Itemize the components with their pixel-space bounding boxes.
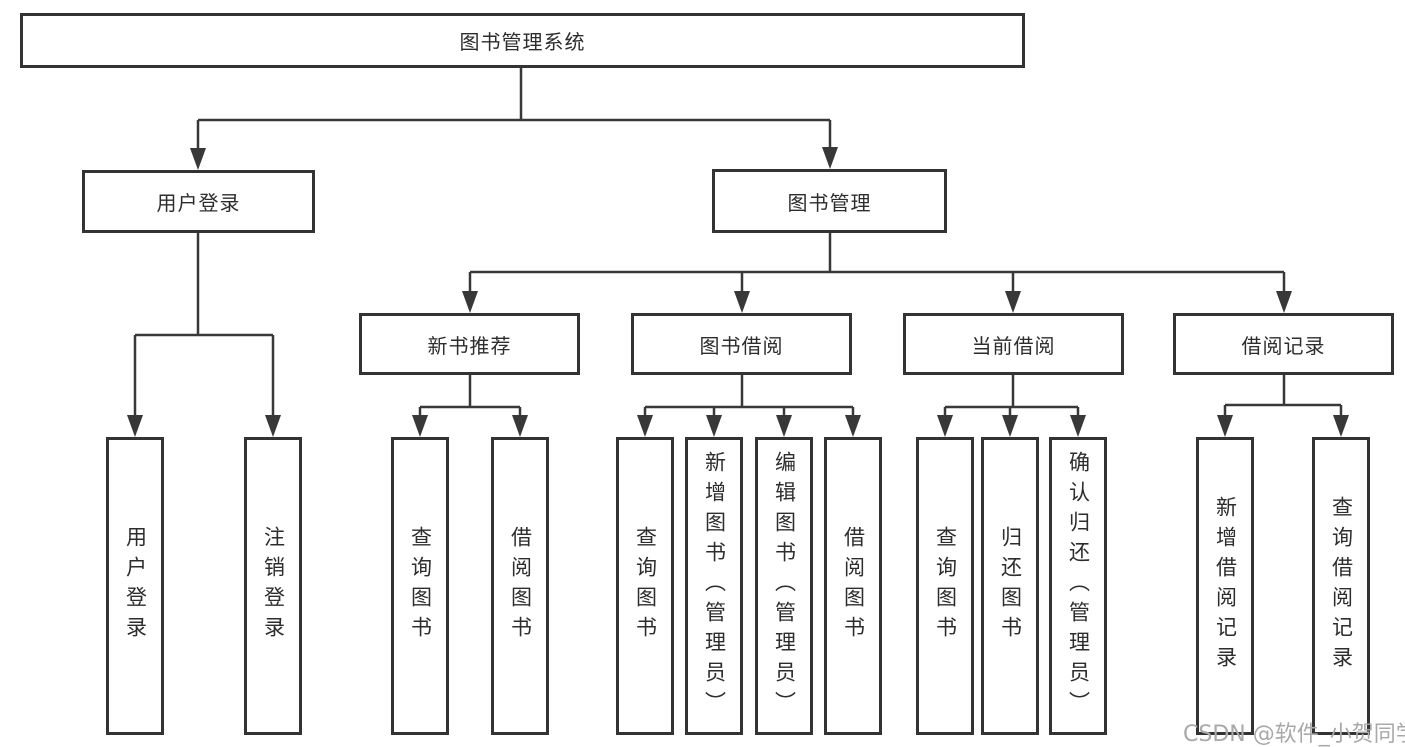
node-label: 图书借阅 [699, 333, 784, 358]
node-label: 注销登录 [261, 526, 286, 646]
arrowheads [127, 147, 1349, 437]
node-label: 借阅图书 [508, 526, 533, 646]
leaf-query-books-recommend: 查询图书 [391, 437, 449, 735]
node-borrowing-records: 借阅记录 [1173, 313, 1394, 375]
leaf-borrow-books-recommend: 借阅图书 [491, 437, 549, 735]
leaf-user-login: 用户登录 [106, 437, 164, 735]
node-label: 图书管理 [787, 190, 872, 215]
leaf-borrow-books-borrowing: 借阅图书 [824, 437, 882, 735]
node-user-login: 用户登录 [82, 170, 315, 233]
leaf-add-borrow-record: 新增借阅记录 [1196, 437, 1254, 735]
csdn-watermark: CSDN @软件_小贺同学 [1183, 722, 1405, 747]
node-book-borrowing: 图书借阅 [631, 313, 852, 375]
node-label: 新书推荐 [427, 333, 512, 358]
leaf-edit-books-admin: 编辑图书（管理员） [755, 437, 813, 735]
node-label: 查询借阅记录 [1329, 496, 1354, 676]
leaf-return-books: 归还图书 [981, 437, 1039, 735]
leaf-query-borrow-record: 查询借阅记录 [1312, 437, 1370, 735]
node-label: 查询图书 [933, 526, 958, 646]
node-label: 归还图书 [998, 526, 1023, 646]
node-label: 编辑图书（管理员） [772, 451, 797, 721]
node-label: 当前借阅 [971, 333, 1056, 358]
node-current-borrowing: 当前借阅 [903, 313, 1124, 375]
leaf-query-books-current: 查询图书 [916, 437, 974, 735]
node-label: 借阅图书 [841, 526, 866, 646]
node-label: 借阅记录 [1241, 333, 1326, 358]
node-book-management: 图书管理 [712, 169, 947, 233]
node-label: 用户登录 [123, 526, 148, 646]
node-new-book-recommendation: 新书推荐 [359, 313, 580, 375]
leaf-add-books-admin: 新增图书（管理员） [685, 437, 743, 735]
leaf-query-books-borrowing: 查询图书 [616, 437, 674, 735]
node-label: 确认归还（管理员） [1066, 451, 1091, 721]
node-book-management-system: 图书管理系统 [20, 13, 1025, 68]
leaf-logout: 注销登录 [244, 437, 302, 735]
node-label: 查询图书 [633, 526, 658, 646]
leaf-confirm-return-admin: 确认归还（管理员） [1049, 437, 1107, 735]
node-label: 新增借阅记录 [1213, 496, 1238, 676]
node-label: 图书管理系统 [459, 30, 586, 54]
node-label: 查询图书 [408, 526, 433, 646]
node-label: 新增图书（管理员） [702, 451, 727, 721]
node-label: 用户登录 [156, 191, 241, 215]
